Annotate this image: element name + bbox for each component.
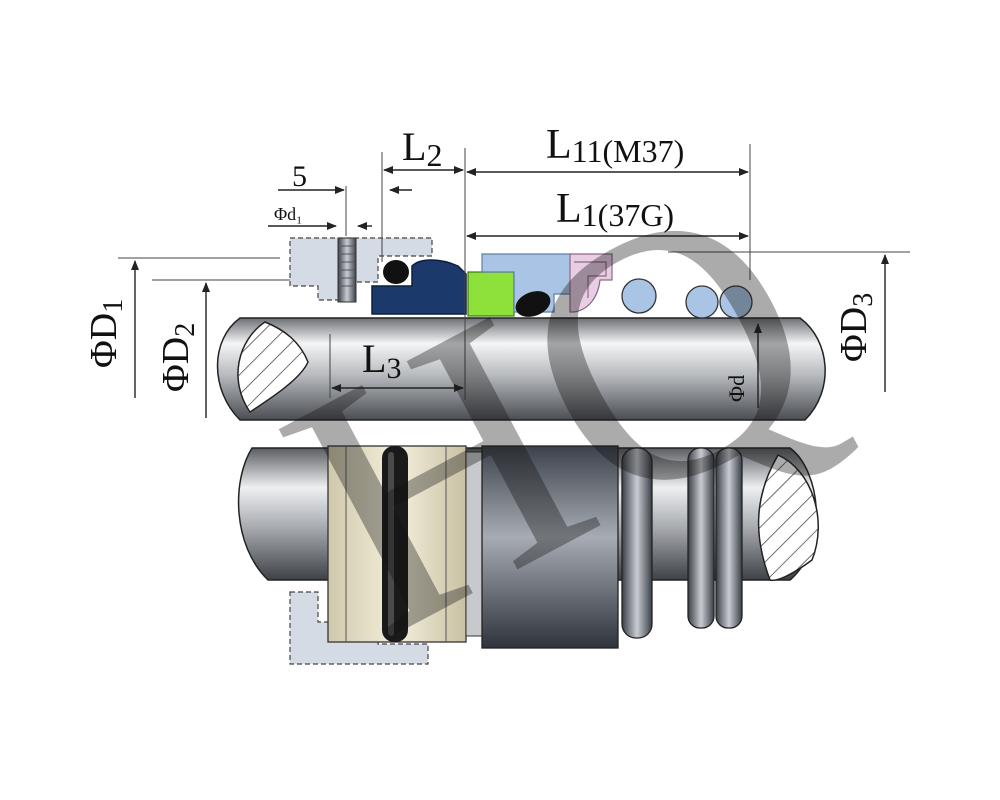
spring-coil-1 [621, 278, 657, 314]
shaft-upper [216, 317, 826, 421]
dim-label-phi-d: Φd [724, 375, 749, 402]
dim-label-l2: L2 [402, 124, 442, 173]
spring-lower-3 [715, 447, 743, 629]
dim-label-l11: L11(M37) [546, 122, 684, 169]
dim-label-phi-D1: ΦD1 [83, 299, 129, 368]
dim-label-phi-d1: Φd₁ [274, 204, 302, 224]
dimension-lines [118, 144, 910, 418]
dim-label-5: 5 [292, 160, 307, 193]
spring-coil-2 [685, 285, 719, 319]
shaft-section-right [757, 454, 819, 582]
shaft-section-left [237, 321, 309, 414]
dim-label-phi-D2: ΦD2 [155, 323, 201, 392]
spring-lower-2 [687, 447, 715, 629]
spring-coil-3 [719, 285, 753, 319]
drive-sleeve-lower [481, 445, 619, 649]
set-screw [337, 237, 357, 303]
bellows-o-ring-upper [515, 291, 551, 317]
stationary-seat-upper [371, 259, 467, 315]
seat-o-ring-upper [383, 260, 409, 284]
spring-lower-1 [621, 447, 653, 639]
dim-label-l3: L3 [362, 336, 401, 385]
gland-upper [289, 237, 433, 301]
dim-label-l1: L1(37G) [556, 186, 674, 233]
dim-label-phi-D3: ΦD3 [833, 293, 879, 362]
spring-holder-upper [569, 253, 613, 313]
